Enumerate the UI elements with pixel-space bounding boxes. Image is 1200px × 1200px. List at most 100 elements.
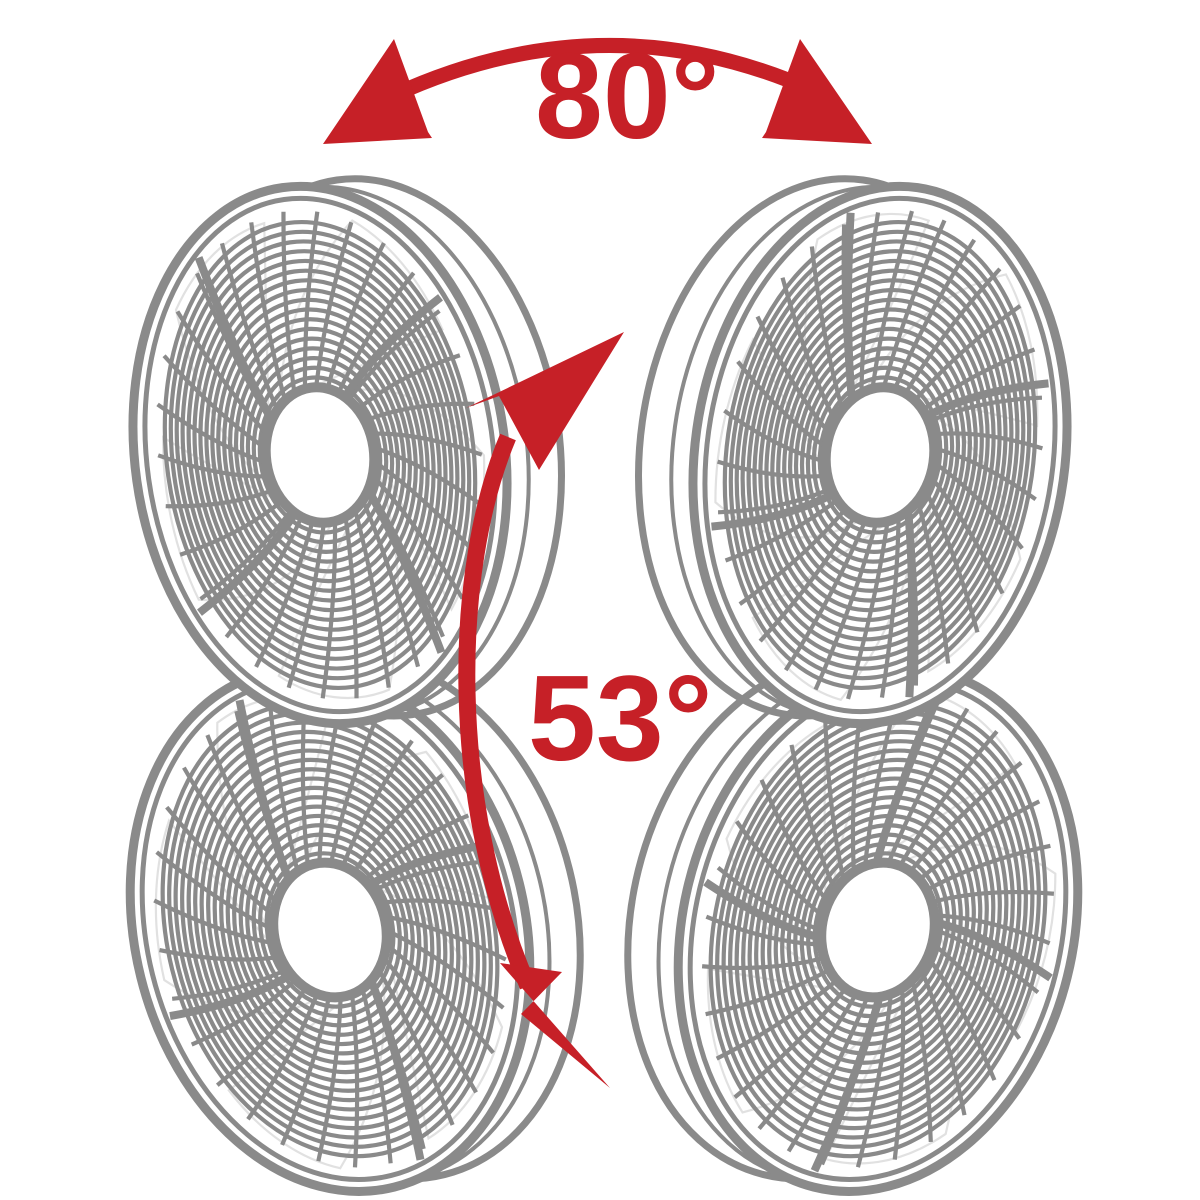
fan-grille-spoke: [249, 222, 288, 401]
fan-grille-spoke: [892, 987, 906, 1160]
fan-grille-spoke: [281, 211, 297, 394]
fan-grille-ring: [162, 220, 478, 690]
fan-grille-ring: [167, 711, 493, 1149]
fan-grille-spoke: [336, 271, 416, 394]
fan-grille-spoke: [325, 242, 386, 390]
fan-grille-spoke: [352, 773, 445, 874]
fan-grille-support: [844, 212, 856, 400]
fan-grille-spoke: [717, 486, 832, 515]
fan-grille-ring: [251, 365, 389, 545]
fan-grille-spoke: [302, 211, 320, 389]
fan-grille-support: [904, 510, 916, 698]
fan-head-top-left: [128, 175, 565, 729]
fan-grille-spoke: [928, 474, 1005, 595]
fan-grille-spoke: [780, 277, 837, 422]
fan-grille-ring: [257, 375, 383, 535]
fan-grille-support: [872, 687, 946, 865]
fan-grille-spoke: [893, 238, 977, 390]
fan-grille-supports: [169, 699, 491, 1161]
fan-grille-support: [197, 510, 299, 616]
fan-grille-support: [366, 839, 491, 889]
fan-grille-ring: [168, 229, 472, 681]
fan-grille-spoke: [352, 509, 391, 688]
fan-guard-ring-inner: [142, 195, 498, 715]
fan-grille-spoke: [340, 739, 414, 867]
fan-grille-spoke: [932, 431, 1044, 451]
fan-grille-spoke: [199, 508, 293, 601]
fan-grille-support: [367, 979, 425, 1161]
fan-grille-spoke: [734, 820, 825, 919]
fan-grille-spoke: [932, 460, 1024, 550]
fan-grille-spoke: [370, 431, 483, 457]
fan-grille-support: [194, 256, 276, 423]
fan-grille-spoke: [846, 521, 890, 700]
arrow-head-down-icon: [500, 963, 610, 1088]
fan-grille-ring: [199, 757, 461, 1103]
fan-grille-ring: [238, 813, 422, 1047]
fan-grille-ring: [776, 307, 984, 603]
fan-grille-spoke: [343, 516, 359, 699]
fan-grille-ring: [193, 748, 467, 1112]
fan-grille-spoke: [153, 898, 277, 946]
fan-grille-support: [810, 995, 884, 1173]
fan-grille-ring: [180, 249, 460, 661]
fan-grille-spoke: [286, 522, 326, 689]
fan-grille-ring: [767, 785, 989, 1075]
fan-grille-spoke: [715, 978, 838, 1061]
fan-grille-spoke: [347, 309, 441, 402]
fan-grille-spoke: [329, 714, 380, 864]
arrow-head-left-icon: [323, 39, 432, 144]
fan-grille-spoke: [701, 955, 825, 970]
fan-grille-spoke: [385, 942, 495, 1055]
fan-grille-supports: [711, 212, 1049, 698]
fan-grille-ring: [811, 365, 949, 545]
fan-grille-spoke: [928, 395, 1043, 424]
fan-grille-spoke: [705, 914, 822, 947]
fan-grille-spoke: [382, 956, 478, 1094]
angle-label-horizontal: 80°: [535, 28, 720, 164]
fan-grille-ring: [752, 268, 1008, 642]
angle-annotation-horizontal: 80°: [323, 28, 872, 164]
fan-grille-spokes: [156, 211, 484, 699]
fan-grille-spoke: [859, 212, 881, 393]
fan-grille-spoke: [349, 993, 360, 1168]
fan-grille-spoke: [371, 474, 465, 600]
fan-grille-spoke: [913, 304, 1022, 402]
fan-grille-spoke: [246, 993, 320, 1121]
fan-guard-ring-inner: [702, 195, 1058, 715]
fan-grille-spoke: [215, 986, 308, 1087]
fan-group-layer: [125, 175, 1083, 1196]
fan-grille-spoke: [362, 813, 470, 882]
fan-grille-spoke: [190, 978, 298, 1047]
fan-grille-spoke: [314, 221, 354, 388]
fan-grille-spoke: [855, 993, 894, 1168]
fan-grille-ring: [219, 785, 441, 1075]
fan-grille-spoke: [179, 499, 284, 557]
fan-grille-support: [933, 918, 1053, 982]
fan-grille-spoke: [157, 453, 270, 479]
fan-grille-ring: [228, 326, 412, 584]
fan-grille-spokes: [153, 692, 507, 1168]
fan-grille-ring: [734, 239, 1026, 671]
fan-grille-spoke: [921, 347, 1036, 412]
fan-grille-spoke: [376, 968, 455, 1126]
fan-grille-spoke: [254, 520, 315, 668]
fan-grille-spoke: [823, 717, 846, 881]
fan-grille-spoke: [758, 515, 857, 643]
fan-grille-ring: [173, 720, 487, 1140]
fan-grille-rings: [722, 220, 1038, 690]
fan-grille-spoke: [716, 866, 823, 933]
fan-grille-ring: [186, 258, 454, 652]
fan-grille-support: [703, 878, 823, 942]
fan-grille-spoke: [219, 242, 280, 411]
fan-grille-ring: [258, 841, 402, 1019]
fan-grille-spoke: [881, 219, 947, 388]
fan-grille-spoke: [879, 517, 901, 698]
fan-grille-support: [341, 294, 443, 400]
fan-grille-ring: [216, 307, 424, 603]
fan-grille-spoke: [372, 859, 489, 893]
fan-grille-spoke: [364, 401, 475, 423]
fan-grille-spoke: [933, 446, 1037, 501]
